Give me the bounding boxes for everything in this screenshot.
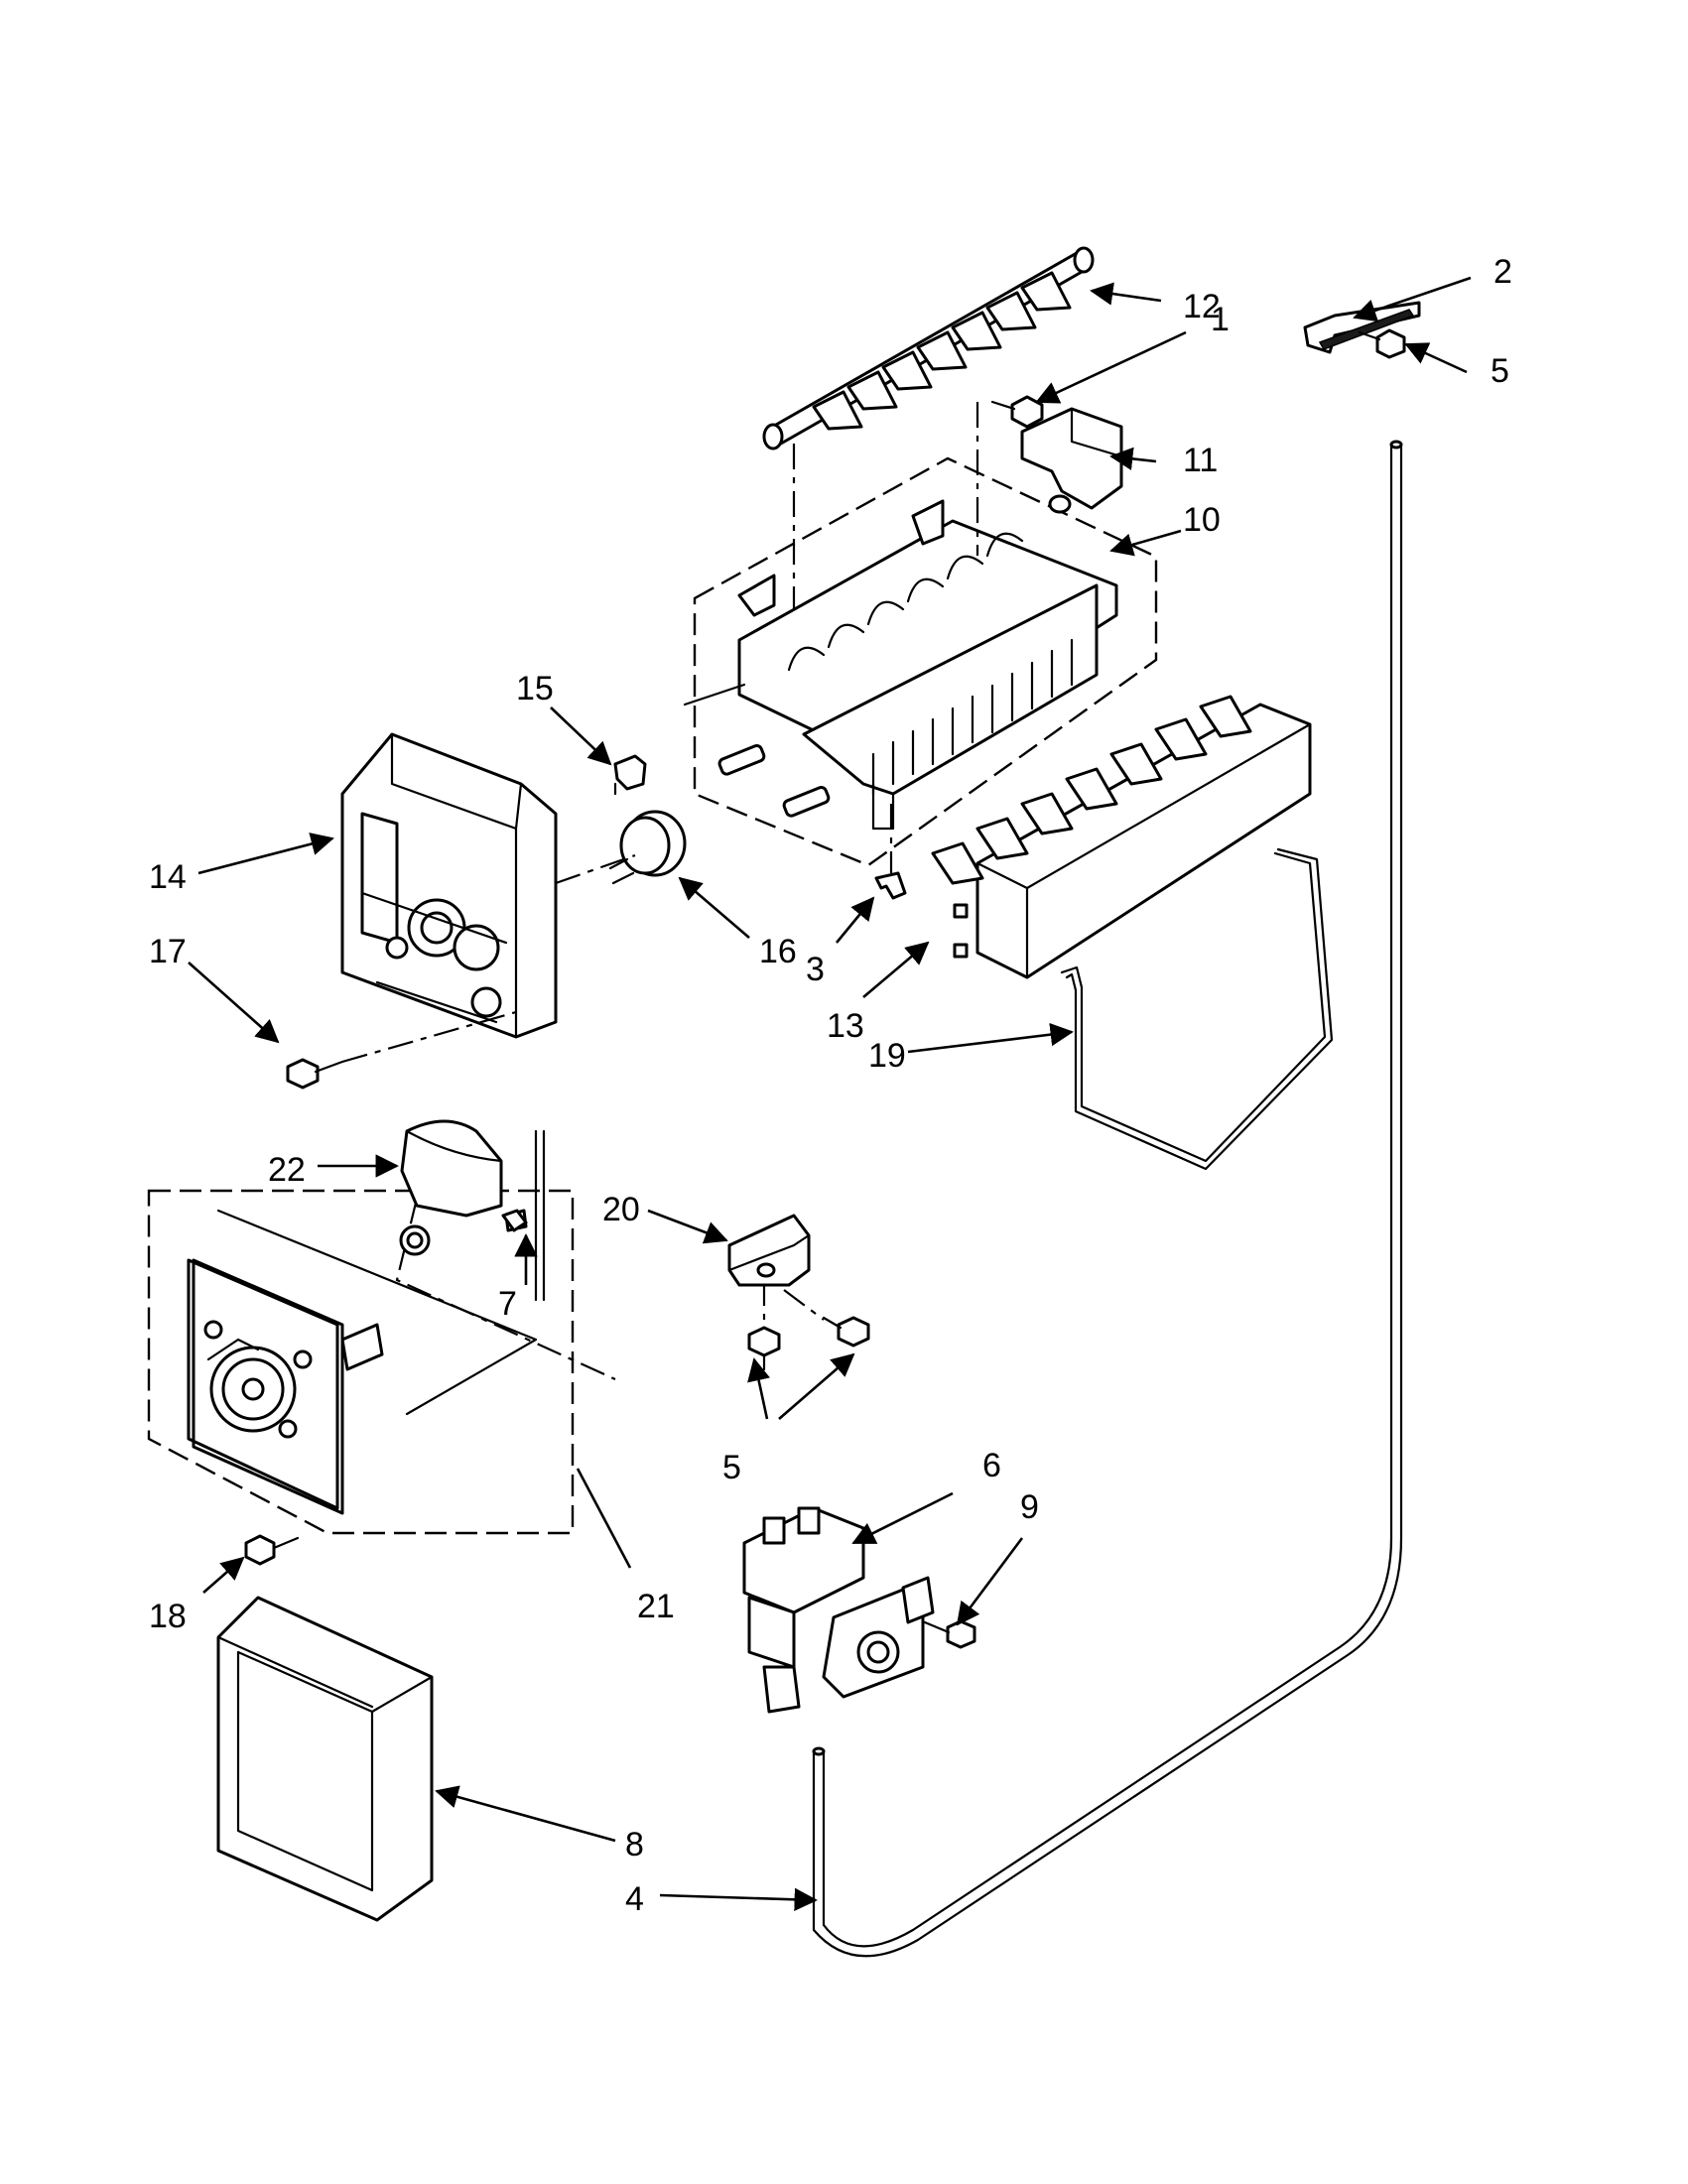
water-tube-part-4 <box>812 440 1403 1958</box>
motor-part-22 <box>399 1119 546 1302</box>
callout-9: 9 <box>1020 1488 1039 1526</box>
screw-part-1 <box>990 395 1044 429</box>
callout-14: 14 <box>149 858 187 896</box>
screw-part-5-upper <box>1358 328 1406 359</box>
screw-part-7 <box>501 1209 528 1232</box>
callout-16: 16 <box>759 933 797 970</box>
callout-1: 1 <box>1211 301 1230 338</box>
ice-mold-part-10 <box>683 456 1158 867</box>
callout-20: 20 <box>602 1191 640 1228</box>
clip-part-3 <box>874 871 907 900</box>
callout-4: 4 <box>625 1880 644 1918</box>
callout-18: 18 <box>149 1598 187 1635</box>
callout-13: 13 <box>827 1007 864 1045</box>
screw-part-5-middle <box>747 1316 870 1371</box>
callout-15: 15 <box>516 670 554 707</box>
bracket-part-20 <box>727 1214 811 1287</box>
module-housing-part-14 <box>340 732 558 1039</box>
callout-12: 12 <box>1183 288 1221 325</box>
screw-part-9 <box>923 1619 976 1649</box>
callout-21: 21 <box>637 1588 675 1625</box>
callout-3: 3 <box>806 951 825 988</box>
cover-part-8 <box>216 1596 434 1922</box>
screw-part-18 <box>244 1534 300 1566</box>
ice-stripper-part-13 <box>931 695 1312 979</box>
motor-assembly-part-21 <box>147 1189 575 1535</box>
water-valve-part-6 <box>742 1506 935 1714</box>
callout-17: 17 <box>149 933 187 970</box>
callout-5-upper: 5 <box>1491 352 1509 390</box>
clip-part-15 <box>613 754 647 796</box>
callout-10: 10 <box>1183 501 1221 539</box>
leader-lines <box>188 276 1472 1912</box>
fill-cup-bracket-part-2 <box>1303 301 1421 354</box>
callout-19: 19 <box>868 1037 906 1075</box>
ejector-shaft-part-12 <box>762 246 1095 450</box>
callout-labels: 1 2 3 4 5 5 6 7 8 9 10 11 12 13 14 15 16… <box>149 253 1512 1918</box>
bracket-part-11 <box>1020 407 1123 514</box>
callout-7: 7 <box>498 1285 517 1323</box>
callout-6: 6 <box>982 1447 1001 1484</box>
callout-22: 22 <box>268 1151 306 1189</box>
callout-8: 8 <box>625 1826 644 1863</box>
thermostat-part-16 <box>608 810 687 885</box>
shutoff-arm-part-19 <box>1060 847 1334 1171</box>
callout-2: 2 <box>1493 253 1512 291</box>
screw-part-17 <box>286 1058 344 1090</box>
callout-5-middle: 5 <box>722 1449 741 1486</box>
alignment-lines <box>341 402 979 1381</box>
callout-11: 11 <box>1183 442 1218 479</box>
